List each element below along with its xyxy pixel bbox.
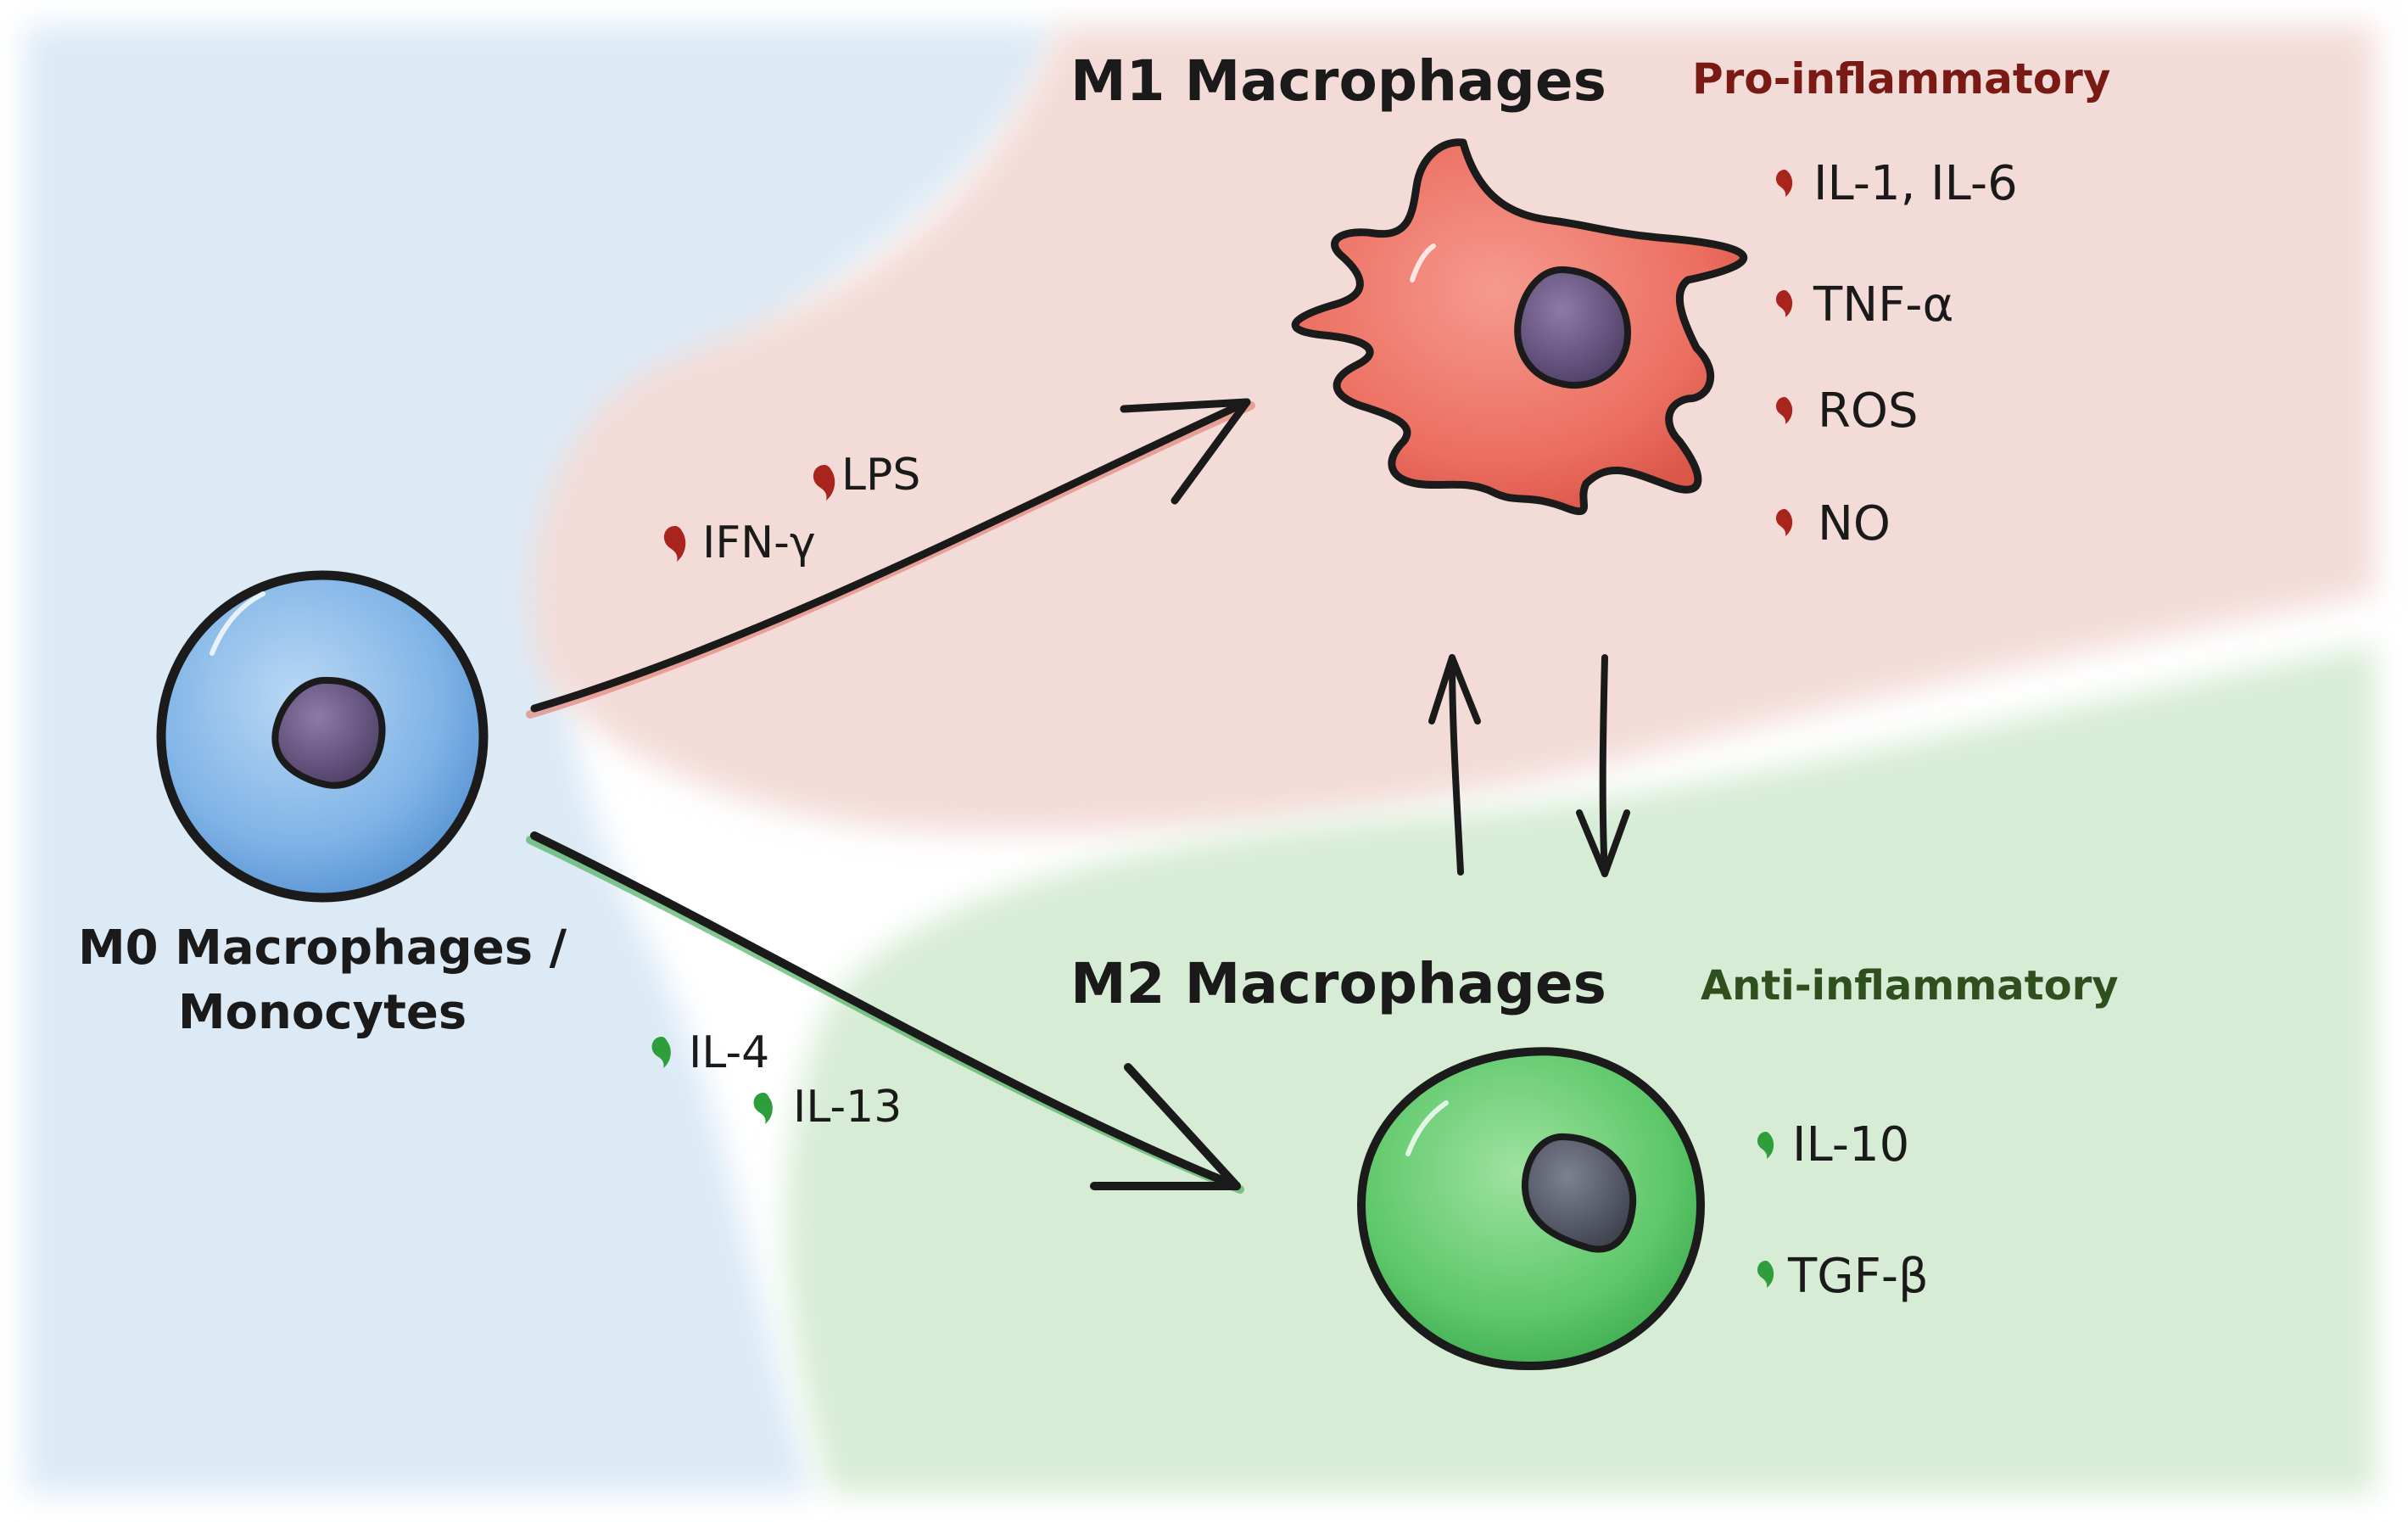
m2-markers: IL-10 TGF-β [1757, 1117, 1929, 1304]
m1-marker-no: NO [1818, 496, 1891, 551]
arrow-m0-to-m2 [526, 831, 1244, 1194]
arrow-m2-to-m1 [1428, 654, 1481, 876]
m2-title: M2 Macrophages [1070, 951, 1606, 1016]
droplet-bullet-icon [1775, 170, 1793, 197]
m2-cell-icon [1356, 1047, 1706, 1371]
m1-stimuli: LPS IFN-γ [663, 450, 920, 568]
m1-subtitle: Pro-inflammatory [1692, 54, 2110, 104]
arrow-m1-to-m2 [1576, 654, 1630, 877]
stimulus-lps: LPS [841, 450, 920, 501]
stimulus-il-13: IL-13 [793, 1082, 902, 1133]
droplet-bullet-icon [1775, 290, 1793, 317]
stimulus-ifn-gamma: IFN-γ [702, 518, 816, 568]
arrows [526, 398, 1630, 1194]
m0-title-line1: M0 Macrophages / [78, 920, 567, 976]
droplet-bullet-icon [651, 1037, 671, 1068]
m2-nucleus [1521, 1133, 1637, 1253]
arrow-m0-to-m1 [526, 398, 1255, 719]
m2-marker-tgf: TGF-β [1787, 1249, 1929, 1304]
m1-marker-tnf: TNF-α [1813, 277, 1953, 333]
droplet-bullet-icon [753, 1093, 773, 1124]
droplet-bullet-icon [663, 526, 686, 562]
m0-nucleus [271, 676, 386, 789]
m0-cell-icon [156, 570, 489, 903]
m2-subtitle: Anti-inflammatory [1701, 962, 2119, 1010]
m1-markers: IL-1, IL-6 TNF-α ROS NO [1775, 156, 2018, 551]
m1-marker-il1-il6: IL-1, IL-6 [1813, 156, 2018, 211]
m2-marker-il10: IL-10 [1792, 1117, 1909, 1172]
m1-title: M1 Macrophages [1070, 48, 1606, 114]
stimulus-il-4: IL-4 [689, 1027, 769, 1078]
m1-cell-icon [1291, 138, 1748, 516]
blue-region [25, 25, 1060, 1493]
m1-marker-ros: ROS [1818, 383, 1919, 439]
droplet-bullet-icon [1757, 1261, 1774, 1288]
droplet-bullet-icon [1757, 1132, 1774, 1159]
droplet-bullet-icon [813, 465, 835, 501]
m0-title-line2: Monocytes [178, 985, 467, 1040]
m2-stimuli: IL-4 IL-13 [651, 1027, 902, 1133]
droplet-bullet-icon [1775, 509, 1793, 536]
m1-nucleus [1514, 266, 1631, 389]
droplet-bullet-icon [1775, 397, 1793, 424]
